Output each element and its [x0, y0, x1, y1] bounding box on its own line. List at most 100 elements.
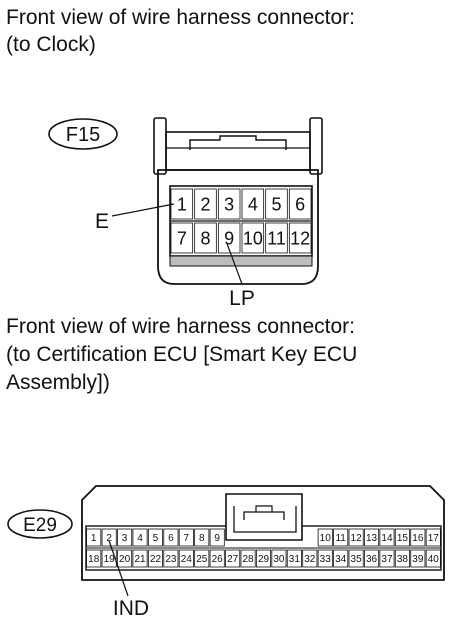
e29-pin-1-cell — [86, 528, 102, 547]
e29-pin-23-cell — [163, 549, 179, 568]
f15-left-latch — [153, 117, 167, 175]
e29-pin-21-cell — [132, 549, 148, 568]
f15-pin-8: 8 — [200, 228, 210, 248]
e29-pin-8: 8 — [199, 533, 205, 544]
e29-pin-39-cell — [410, 549, 426, 568]
e29-housing — [81, 485, 445, 581]
callout-ind-label: IND — [113, 597, 149, 620]
e29-pin-29-cell — [255, 549, 272, 568]
e29-key-tab — [255, 505, 273, 512]
e29-pin-2: 2 — [106, 533, 112, 544]
f15-pin-12-cell — [288, 222, 312, 254]
e29-pin-16-cell — [410, 528, 426, 547]
e29-pin-32-cell — [302, 549, 318, 568]
f15-pin-6-cell — [288, 188, 312, 220]
e29-pin-21: 21 — [134, 554, 146, 565]
f15-key-tab — [189, 135, 287, 150]
e29-pin-23: 23 — [165, 554, 177, 565]
f15-label: F15 — [66, 124, 100, 146]
f15-caption-line2: (to Clock) — [6, 33, 96, 56]
callout-lp-label: LP — [229, 287, 255, 310]
f15-pin-5-cell — [265, 188, 288, 220]
e29-pin-16: 16 — [412, 533, 424, 544]
e29-pin-20: 20 — [119, 554, 131, 565]
e29-pin-27: 27 — [227, 554, 239, 565]
e29-label: E29 — [23, 515, 57, 536]
e29-pin-31: 31 — [289, 554, 301, 565]
e29-pin-24: 24 — [181, 554, 193, 565]
f15-locking-strip — [169, 255, 313, 267]
e29-pin-15-cell — [394, 528, 410, 547]
e29-pin-7: 7 — [184, 533, 190, 544]
callout-e-leader — [111, 203, 174, 217]
e29-pin-40-cell — [425, 549, 441, 568]
callout-e-label: E — [95, 210, 109, 233]
f15-pin-7-cell — [170, 222, 194, 254]
f15-pin-3: 3 — [224, 194, 234, 214]
e29-pin-3-cell — [117, 528, 133, 547]
f15-pin-10: 10 — [243, 228, 263, 248]
e29-pin-4: 4 — [137, 533, 143, 544]
e29-pin-3: 3 — [122, 533, 128, 544]
f15-pin-12: 12 — [290, 228, 310, 248]
e29-pin-13-cell — [364, 528, 380, 547]
e29-pin-26: 26 — [212, 554, 224, 565]
e29-pin-36-cell — [364, 549, 380, 568]
e29-pin-19-cell — [101, 549, 117, 568]
e29-pin-5-cell — [147, 528, 163, 547]
f15-pin-3-cell — [217, 188, 241, 220]
e29-pin-39: 39 — [412, 554, 424, 565]
e29-pin-18-cell — [86, 549, 102, 568]
e29-pin-34-cell — [333, 549, 349, 568]
e29-pin-13: 13 — [366, 533, 378, 544]
f15-pin-1: 1 — [177, 194, 187, 214]
e29-pin-25-cell — [194, 549, 210, 568]
f15-right-latch — [309, 117, 323, 175]
e29-pin-17-cell — [425, 528, 441, 547]
e29-pin-17: 17 — [428, 533, 440, 544]
e29-pin-6-cell — [163, 528, 179, 547]
callout-lp-leader — [226, 243, 243, 285]
e29-key-lock — [243, 511, 285, 520]
e29-pin-26-cell — [209, 549, 225, 568]
e29-pin-14-cell — [379, 528, 395, 547]
f15-pin-7: 7 — [177, 228, 187, 248]
f15-pin-5: 5 — [271, 194, 281, 214]
e29-pin-1: 1 — [91, 533, 97, 544]
f15-pin-4-cell — [241, 188, 265, 220]
e29-pin-33: 33 — [320, 554, 332, 565]
e29-pin-37: 37 — [381, 554, 393, 565]
f15-pin-9: 9 — [224, 228, 234, 248]
e29-pin-31-cell — [286, 549, 302, 568]
e29-pin-18: 18 — [88, 554, 100, 565]
f15-pin-9-cell — [217, 222, 241, 254]
e29-center-key — [225, 493, 303, 541]
f15-pin-2-cell — [194, 188, 217, 220]
e29-pin-36: 36 — [366, 554, 378, 565]
e29-caption-line2: (to Certification ECU [Smart Key ECU — [6, 343, 358, 366]
e29-pin-29: 29 — [258, 554, 270, 565]
e29-pin-28-cell — [240, 549, 256, 568]
f15-caption-line1: Front view of wire harness connector: — [6, 6, 355, 29]
e29-pin-2-cell — [101, 528, 117, 547]
e29-pin-8-cell — [194, 528, 210, 547]
e29-pin-38: 38 — [397, 554, 409, 565]
e29-pin-37-cell — [379, 549, 395, 568]
e29-pin-15: 15 — [397, 533, 409, 544]
f15-pin-11: 11 — [267, 228, 286, 248]
e29-pin-38-cell — [394, 549, 410, 568]
f15-pin-6: 6 — [295, 194, 305, 214]
e29-pin-7-cell — [178, 528, 194, 547]
f15-top-hood — [165, 131, 311, 171]
e29-pin-30: 30 — [273, 554, 285, 565]
e29-pin-11: 11 — [335, 533, 346, 544]
e29-pin-30-cell — [271, 549, 287, 568]
e29-pin-20-cell — [117, 549, 133, 568]
e29-label-oval — [7, 509, 73, 539]
e29-pin-9-cell — [209, 528, 225, 547]
f15-housing — [157, 169, 319, 285]
e29-pin-24-cell — [178, 549, 194, 568]
